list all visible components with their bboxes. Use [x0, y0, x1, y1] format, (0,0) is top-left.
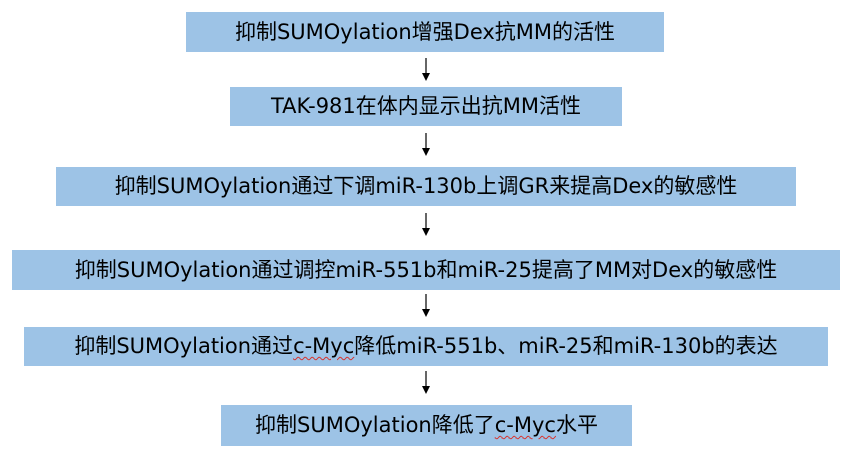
step-5-text-post: 降低miR-551b、miR-25和miR-130b的表达 — [354, 334, 778, 358]
down-arrow-icon — [420, 58, 432, 82]
step-6-text-post: 水平 — [555, 413, 598, 437]
step-3-box: 抑制SUMOylation通过下调miR-130b上调GR来提高Dex的敏感性 — [56, 167, 796, 206]
step-5-text-cmyc: c-Myc — [293, 334, 355, 358]
step-1-text: 抑制SUMOylation增强Dex抗MM的活性 — [234, 19, 616, 44]
down-arrow-icon — [420, 213, 432, 237]
step-6-box: 抑制SUMOylation降低了c-Myc水平 — [221, 405, 632, 446]
step-1-box: 抑制SUMOylation增强Dex抗MM的活性 — [186, 12, 664, 52]
step-4-box: 抑制SUMOylation通过调控miR-551b和miR-25提高了MM对De… — [12, 250, 840, 290]
step-4-text: 抑制SUMOylation通过调控miR-551b和miR-25提高了MM对De… — [74, 257, 778, 282]
step-6-text: 抑制SUMOylation降低了c-Myc水平 — [255, 415, 598, 436]
step-3-text: 抑制SUMOylation通过下调miR-130b上调GR来提高Dex的敏感性 — [114, 174, 738, 198]
step-2-box: TAK-981在体内显示出抗MM活性 — [230, 87, 622, 126]
step-6-text-cmyc: c-Myc — [494, 413, 556, 437]
step-2-text: TAK-981在体内显示出抗MM活性 — [270, 94, 582, 118]
step-5-text-pre: 抑制SUMOylation通过 — [74, 334, 294, 358]
down-arrow-icon — [420, 294, 432, 318]
down-arrow-icon — [420, 133, 432, 157]
step-5-box: 抑制SUMOylation通过c-Myc降低miR-551b、miR-25和mi… — [24, 327, 828, 366]
step-5-text: 抑制SUMOylation通过c-Myc降低miR-551b、miR-25和mi… — [74, 336, 777, 357]
down-arrow-icon — [420, 371, 432, 395]
step-6-text-pre: 抑制SUMOylation降低了 — [255, 413, 495, 437]
